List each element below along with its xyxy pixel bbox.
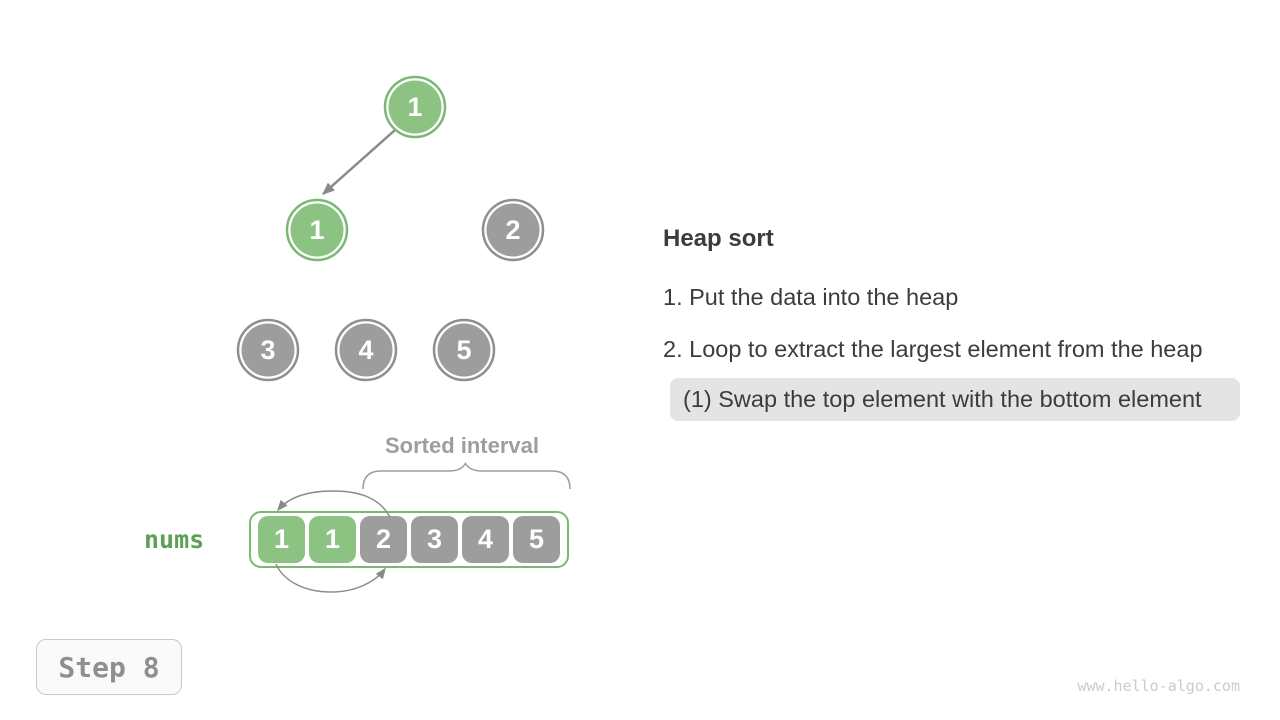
node-ring xyxy=(285,198,349,262)
panel-step-2: 2. Loop to extract the largest element f… xyxy=(663,336,1203,362)
panel-step-1: 1. Put the data into the heap xyxy=(663,284,959,310)
node-value: 3 xyxy=(260,335,275,365)
array-cell-value: 4 xyxy=(477,524,494,554)
tree-node-right-child: 2 xyxy=(481,198,545,262)
node-value: 1 xyxy=(309,215,324,245)
sorted-interval-label: Sorted interval xyxy=(384,433,540,458)
tree-node-root: 1 xyxy=(383,75,447,139)
tree-node-left-child: 1 xyxy=(285,198,349,262)
array-cell-value: 2 xyxy=(375,524,392,554)
array-cell: 3 xyxy=(411,516,458,563)
node-circle xyxy=(290,203,344,257)
node-circle xyxy=(241,323,295,377)
tree-node: 3 xyxy=(236,318,300,382)
node-value: 2 xyxy=(505,215,520,245)
array-cell: 2 xyxy=(360,516,407,563)
panel-title: Heap sort xyxy=(663,225,774,252)
array-cell-value: 1 xyxy=(273,524,290,554)
array-cell: 5 xyxy=(513,516,560,563)
array-cell-value: 3 xyxy=(426,524,443,554)
node-circle xyxy=(437,323,491,377)
nums-array-label: nums xyxy=(144,525,205,554)
node-value: 5 xyxy=(456,335,471,365)
array-cell: 1 xyxy=(309,516,356,563)
step-badge-label: Step 8 xyxy=(58,650,160,684)
node-circle xyxy=(339,323,393,377)
node-circle xyxy=(486,203,540,257)
node-ring xyxy=(236,318,300,382)
watermark: www.hello-algo.com xyxy=(1077,677,1240,695)
highlighted-substep: (1) Swap the top element with the bottom… xyxy=(670,378,1240,421)
step-badge: Step 8 xyxy=(36,639,182,695)
node-ring xyxy=(481,198,545,262)
array-swap-cycle-bottom-arc xyxy=(275,563,387,593)
array-cell-value: 5 xyxy=(528,524,545,554)
sorted-interval-brace xyxy=(362,462,571,490)
node-circle xyxy=(388,80,442,134)
array-cell: 4 xyxy=(462,516,509,563)
array-cell-value: 1 xyxy=(324,524,341,554)
tree-node: 5 xyxy=(432,318,496,382)
node-ring xyxy=(383,75,447,139)
node-ring xyxy=(432,318,496,382)
tree-node: 4 xyxy=(334,318,398,382)
node-ring xyxy=(334,318,398,382)
tree-swap-arrow xyxy=(322,129,396,195)
node-value: 1 xyxy=(407,92,422,122)
highlighted-substep-text: (1) Swap the top element with the bottom… xyxy=(683,386,1202,412)
array-cell: 1 xyxy=(258,516,305,563)
nums-array: 1 1 2 3 4 5 xyxy=(249,511,569,568)
node-value: 4 xyxy=(358,335,373,365)
